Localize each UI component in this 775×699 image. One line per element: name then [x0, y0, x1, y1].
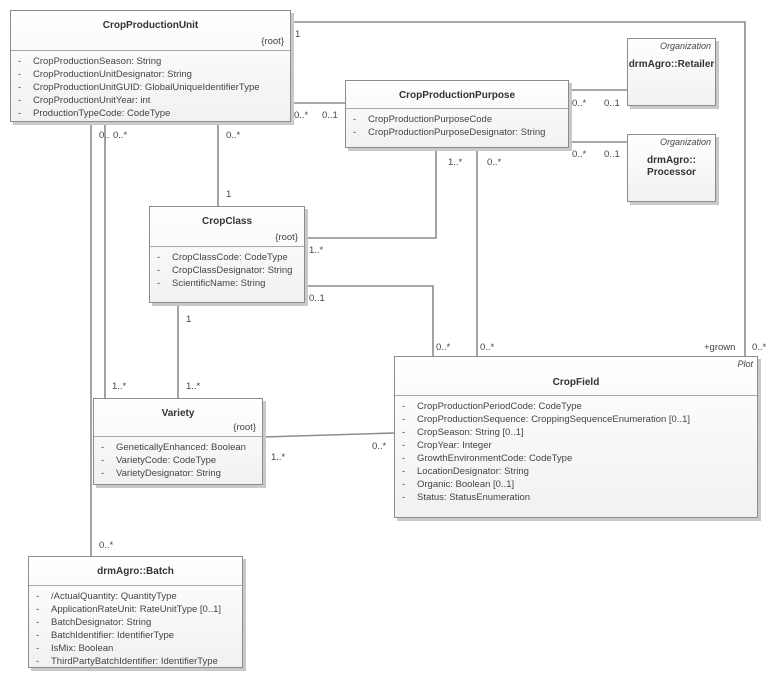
class-name: CropClass — [201, 216, 252, 227]
attribute: CropSeason: String [0..1] — [395, 426, 757, 439]
attribute: CropClassDesignator: String — [150, 264, 304, 277]
multiplicity-label: 0..* — [113, 130, 128, 141]
attribute: CropProductionPurposeCode — [346, 113, 568, 126]
multiplicity-label: 0..1 — [309, 293, 325, 304]
class-name: drmAgro::Retailer — [628, 59, 715, 70]
class-crop-field[interactable]: Plot CropField CropProductionPeriodCode:… — [394, 356, 758, 518]
class-name: Variety — [161, 408, 195, 419]
multiplicity-label: 0..* — [372, 441, 387, 452]
edge-cpu-to-cropfield-grown — [290, 21, 746, 358]
multiplicity-label: 0..1 — [604, 98, 620, 109]
attribute: CropProductionUnitDesignator: String — [11, 68, 290, 81]
attribute: /ActualQuantity: QuantityType — [29, 590, 242, 603]
attribute-list: CropClassCode: CodeType CropClassDesigna… — [150, 247, 304, 290]
attribute: CropProductionUnitYear: int — [11, 94, 290, 107]
attribute: CropProductionSeason: String — [11, 55, 290, 68]
stereotype-label: Plot — [737, 359, 753, 369]
attribute: GrowthEnvironmentCode: CodeType — [395, 452, 757, 465]
multiplicity-label: 0..1 — [604, 149, 620, 160]
stereotype-label: Organization — [659, 41, 711, 51]
multiplicity-label: 0..* — [752, 342, 767, 353]
multiplicity-label: 0..* — [572, 149, 587, 160]
multiplicity-label: 0..* — [436, 342, 451, 353]
attribute-list: CropProductionPeriodCode: CodeType CropP… — [395, 396, 757, 504]
multiplicity-label: 0.. — [99, 130, 110, 141]
multiplicity-label: 0..* — [99, 540, 114, 551]
attribute: CropProductionSequence: CroppingSequence… — [395, 413, 757, 426]
attribute-list: CropProductionPurposeCode CropProduction… — [346, 109, 568, 139]
attribute: IsMix: Boolean — [29, 642, 242, 655]
stereotype-label: Organization — [659, 137, 711, 147]
class-processor[interactable]: Organization drmAgro:: Processor — [627, 134, 716, 202]
attribute: ThirdPartyBatchIdentifier: IdentifierTyp… — [29, 655, 242, 668]
attribute: VarietyDesignator: String — [94, 467, 262, 480]
attribute: CropProductionPurposeDesignator: String — [346, 126, 568, 139]
multiplicity-label: 0..* — [487, 157, 502, 168]
attribute: CropYear: Integer — [395, 439, 757, 452]
attribute: VarietyCode: CodeType — [94, 454, 262, 467]
multiplicity-label: 1..* — [448, 157, 463, 168]
attribute: CropProductionPeriodCode: CodeType — [395, 400, 757, 413]
multiplicity-label: 0..1 — [322, 110, 338, 121]
multiplicity-label: 1..* — [186, 381, 201, 392]
root-tag: {root} — [261, 36, 284, 47]
class-name: CropField — [552, 377, 600, 388]
attribute: ProductionTypeCode: CodeType — [11, 107, 290, 120]
class-batch[interactable]: drmAgro::Batch /ActualQuantity: Quantity… — [28, 556, 243, 668]
attribute: GeneticallyEnhanced: Boolean — [94, 441, 262, 454]
attribute: ScientificName: String — [150, 277, 304, 290]
attribute: ApplicationRateUnit: RateUnitType [0..1] — [29, 603, 242, 616]
attribute: LocationDesignator: String — [395, 465, 757, 478]
root-tag: {root} — [275, 232, 298, 243]
multiplicity-label: 1 — [295, 29, 301, 40]
class-retailer[interactable]: Organization drmAgro::Retailer — [627, 38, 716, 106]
class-name-line-1: drmAgro:: — [647, 155, 696, 166]
role-label-grown: +grown — [704, 342, 736, 353]
class-name: CropProductionPurpose — [398, 90, 516, 101]
attribute: CropProductionUnitGUID: GlobalUniqueIden… — [11, 81, 290, 94]
attribute: CropClassCode: CodeType — [150, 251, 304, 264]
multiplicity-label: 0..* — [294, 110, 309, 121]
class-name: drmAgro::Batch — [97, 566, 174, 577]
multiplicity-label: 1 — [226, 189, 232, 200]
attribute: Status: StatusEnumeration — [395, 491, 757, 504]
class-name-line-2: Processor — [647, 167, 696, 178]
attribute-list: GeneticallyEnhanced: Boolean VarietyCode… — [94, 437, 262, 480]
class-crop-production-unit[interactable]: CropProductionUnit {root} CropProduction… — [10, 10, 291, 122]
multiplicity-label: 0..* — [480, 342, 495, 353]
class-name: CropProductionUnit — [102, 20, 199, 31]
edge-cropclass-to-cropfield — [305, 285, 434, 356]
class-crop-production-purpose[interactable]: CropProductionPurpose CropProductionPurp… — [345, 80, 569, 148]
attribute-list: /ActualQuantity: QuantityType Applicatio… — [29, 586, 242, 668]
attribute: BatchDesignator: String — [29, 616, 242, 629]
class-crop-class[interactable]: CropClass {root} CropClassCode: CodeType… — [149, 206, 305, 303]
attribute-list: CropProductionSeason: String CropProduct… — [11, 51, 290, 120]
root-tag: {root} — [233, 422, 256, 433]
edge-purpose-to-cropclass — [305, 148, 437, 239]
multiplicity-label: 0..* — [572, 98, 587, 109]
multiplicity-label: 1..* — [112, 381, 127, 392]
class-variety[interactable]: Variety {root} GeneticallyEnhanced: Bool… — [93, 398, 263, 485]
attribute: BatchIdentifier: IdentifierType — [29, 629, 242, 642]
edge-variety-to-cropfield — [262, 432, 395, 438]
attribute: Organic: Boolean [0..1] — [395, 478, 757, 491]
multiplicity-label: 1..* — [309, 245, 324, 256]
multiplicity-label: 1..* — [271, 452, 286, 463]
multiplicity-label: 1 — [186, 314, 192, 325]
multiplicity-label: 0..* — [226, 130, 241, 141]
